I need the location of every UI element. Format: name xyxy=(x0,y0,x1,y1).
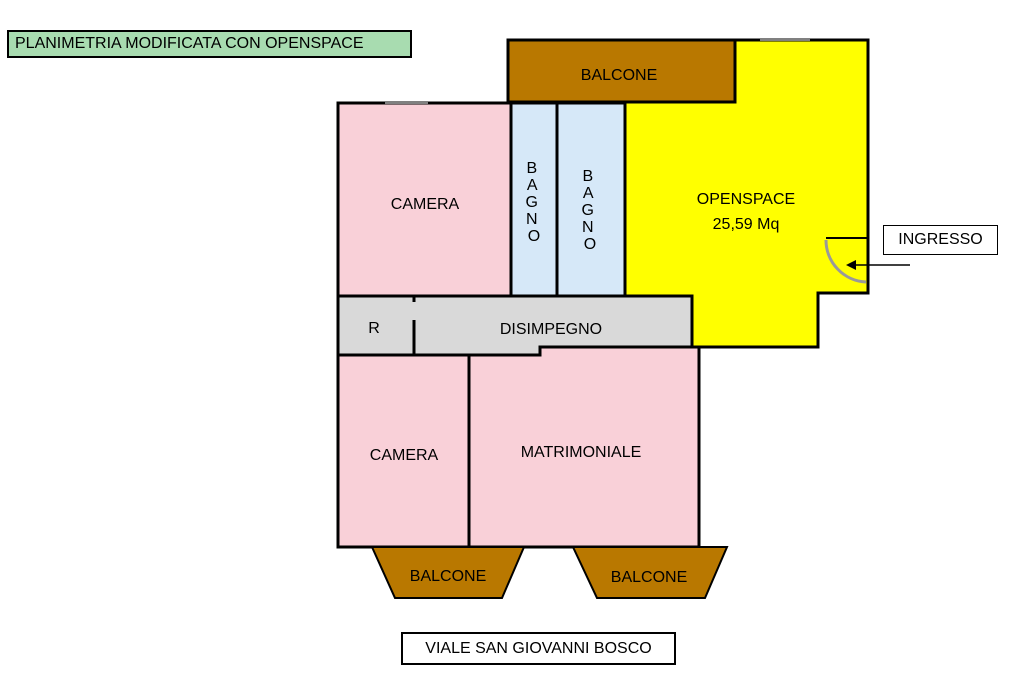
balcone-top-label: BALCONE xyxy=(581,67,657,84)
camera-top-area xyxy=(336,101,513,298)
camera-bottom-label: CAMERA xyxy=(370,447,439,464)
disimpegno-label: DISIMPEGNO xyxy=(500,321,602,338)
bagno-2-label: B A G N O xyxy=(582,168,599,253)
matrimoniale-label: MATRIMONIALE xyxy=(521,444,642,461)
balcone-right-label: BALCONE xyxy=(611,569,687,586)
balcone-right-area xyxy=(571,546,729,599)
entrance-label: INGRESSO xyxy=(883,225,998,255)
camera-top-label: CAMERA xyxy=(391,196,460,213)
openspace-area-label: 25,59 Mq xyxy=(713,216,780,233)
ripostiglio-label: R xyxy=(368,320,380,337)
entrance-door-arc xyxy=(824,239,867,284)
openspace-label: OPENSPACE xyxy=(697,191,795,208)
entrance-arrow-head xyxy=(846,260,856,270)
door-gap xyxy=(410,302,418,320)
bagno-1-label: B A G N O xyxy=(526,160,543,245)
plan-title: PLANIMETRIA MODIFICATA CON OPENSPACE xyxy=(7,30,412,58)
balcone-left-area xyxy=(370,546,526,599)
balcone-left-label: BALCONE xyxy=(410,568,486,585)
street-label: VIALE SAN GIOVANNI BOSCO xyxy=(401,632,676,665)
